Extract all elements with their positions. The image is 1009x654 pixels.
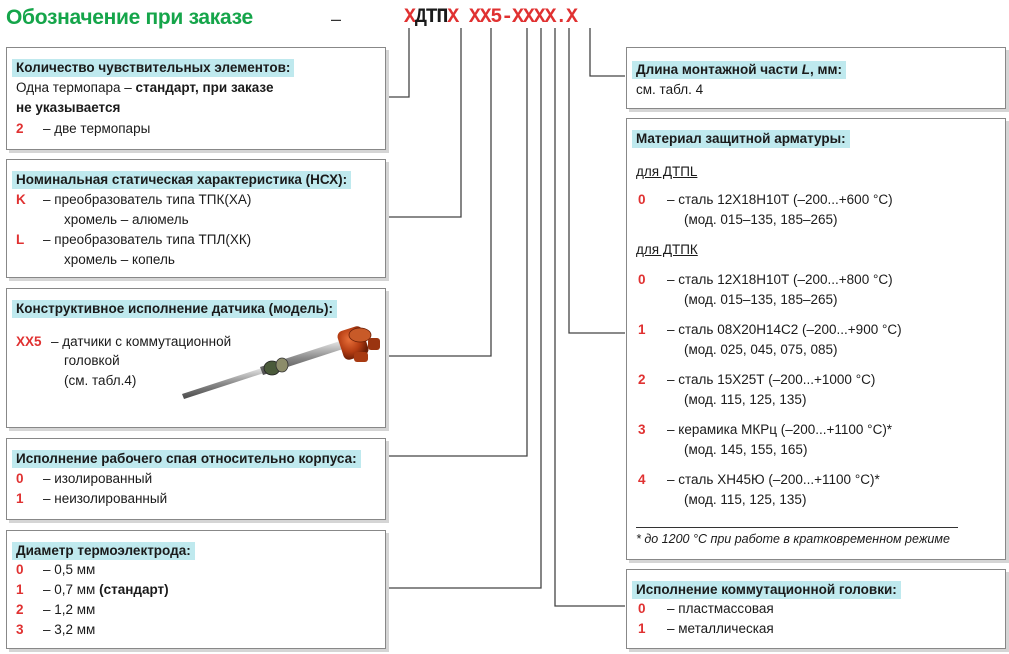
junction-code-1: 1 [16,491,24,506]
diameter-code-2: 2 [16,602,24,617]
head-heading: Исполнение коммутационной головки: [632,581,901,599]
nsc-code-k: K [16,192,26,207]
head-item-1: – металлическая [667,621,774,636]
material-heading: Материал защитной арматуры: [632,130,850,148]
nsc-code-l: L [16,232,25,247]
sensing-elements-item-2: – две термопары [43,121,151,136]
code-x1: Х [404,6,416,29]
sensing-elements-heading: Количество чувствительных элементов: [12,59,295,77]
material-item-0b-line2: (мод. 015–135, 185–265) [684,292,838,307]
junction-box: Исполнение рабочего спая относительно ко… [6,438,386,520]
order-code: ХДТПХ ХХ5-ХХХХ.Х [404,6,578,29]
diameter-item-3: – 3,2 мм [43,622,96,637]
head-code-1: 1 [638,621,646,636]
diameter-code-3: 3 [16,622,24,637]
diameter-code-1: 1 [16,582,24,597]
design-box: Конструктивное исполнение датчика (модел… [6,288,386,428]
material-box: Материал защитной арматуры: для ДТПL 0 –… [626,118,1006,560]
material-code-3: 3 [638,422,646,437]
sensing-elements-line1: Одна термопара – стандарт, при заказе [16,80,274,95]
design-line1: – датчики с коммутационной [51,334,232,349]
sensing-elements-box: Количество чувствительных элементов: Одн… [6,47,386,150]
material-item-1-line1: – сталь 08Х20Н14С2 (–200...+900 °С) [667,322,902,337]
material-item-3-line1: – керамика МКРц (–200...+1100 °С)* [667,422,893,437]
diameter-item-1: – 0,7 мм (стандарт) [43,582,169,597]
material-item-2-line2: (мод. 115, 125, 135) [684,392,807,407]
material-item-0b-line1: – сталь 12Х18Н10Т (–200...+800 °С) [667,272,893,287]
sensing-elements-code-2: 2 [16,121,24,136]
nsc-item-l-line1: – преобразователь типа ТПЛ(ХК) [43,232,252,247]
material-group-dtpk: для ДТПК [636,242,698,257]
design-code-xx5: ХХ5 [16,334,42,349]
thermocouple-sensor-icon [182,326,380,399]
sensing-elements-line2: не указывается [16,100,121,115]
length-heading: Длина монтажной части L, мм: [632,61,847,79]
material-code-0b: 0 [638,272,646,287]
junction-item-1: – неизолированный [43,491,168,506]
material-group-dtpl: для ДТПL [636,164,698,179]
design-heading: Конструктивное исполнение датчика (модел… [12,300,337,318]
material-item-3-line2: (мод. 145, 155, 165) [684,442,808,457]
material-item-1-line2: (мод. 025, 045, 075, 085) [684,342,838,357]
title-dash: – [331,9,342,29]
footnote-divider [636,527,958,528]
material-footnote: * до 1200 °С при работе в кратковременно… [636,532,950,546]
diameter-code-0: 0 [16,562,24,577]
material-item-4-line1: – сталь ХН45Ю (–200...+1100 °С)* [667,472,880,487]
page-title: Обозначение при заказе [6,6,253,29]
diameter-heading: Диаметр термоэлектрода: [12,542,195,560]
code-dtp: ДТП [414,6,449,29]
design-line2: головкой [64,353,120,368]
nsc-heading: Номинальная статическая характеристика (… [12,171,352,189]
junction-heading: Исполнение рабочего спая относительно ко… [12,450,361,468]
diameter-item-2: – 1,2 мм [43,602,96,617]
material-item-0a-line1: – сталь 12Х18Н10Т (–200...+600 °С) [667,192,893,207]
design-line3: (см. табл.4) [64,373,137,388]
material-item-2-line1: – сталь 15Х25Т (–200...+1000 °С) [667,372,876,387]
material-item-0a-line2: (мод. 015–135, 185–265) [684,212,838,227]
length-box: Длина монтажной части L, мм: см. табл. 4 [626,47,1006,109]
nsc-box: Номинальная статическая характеристика (… [6,159,386,278]
junction-code-0: 0 [16,471,24,486]
head-code-0: 0 [638,601,646,616]
code-tail: ХХ5-ХХХХ.Х [458,6,578,29]
material-item-4-line2: (мод. 115, 125, 135) [684,492,807,507]
diameter-box: Диаметр термоэлектрода: 0 – 0,5 мм 1 – 0… [6,530,386,649]
nsc-item-k-line2: хромель – алюмель [64,212,189,227]
material-code-0a: 0 [638,192,646,207]
junction-item-0: – изолированный [43,471,153,486]
nsc-item-l-line2: хромель – копель [64,252,175,267]
diameter-item-0: – 0,5 мм [43,562,96,577]
material-code-2: 2 [638,372,646,387]
code-x2: Х [447,6,459,29]
material-code-1: 1 [638,322,646,337]
material-code-4: 4 [638,472,646,487]
nsc-item-k-line1: – преобразователь типа ТПК(ХА) [43,192,252,207]
head-box: Исполнение коммутационной головки: 0 – п… [626,569,1006,649]
length-text: см. табл. 4 [636,82,704,97]
head-item-0: – пластмассовая [667,601,774,616]
